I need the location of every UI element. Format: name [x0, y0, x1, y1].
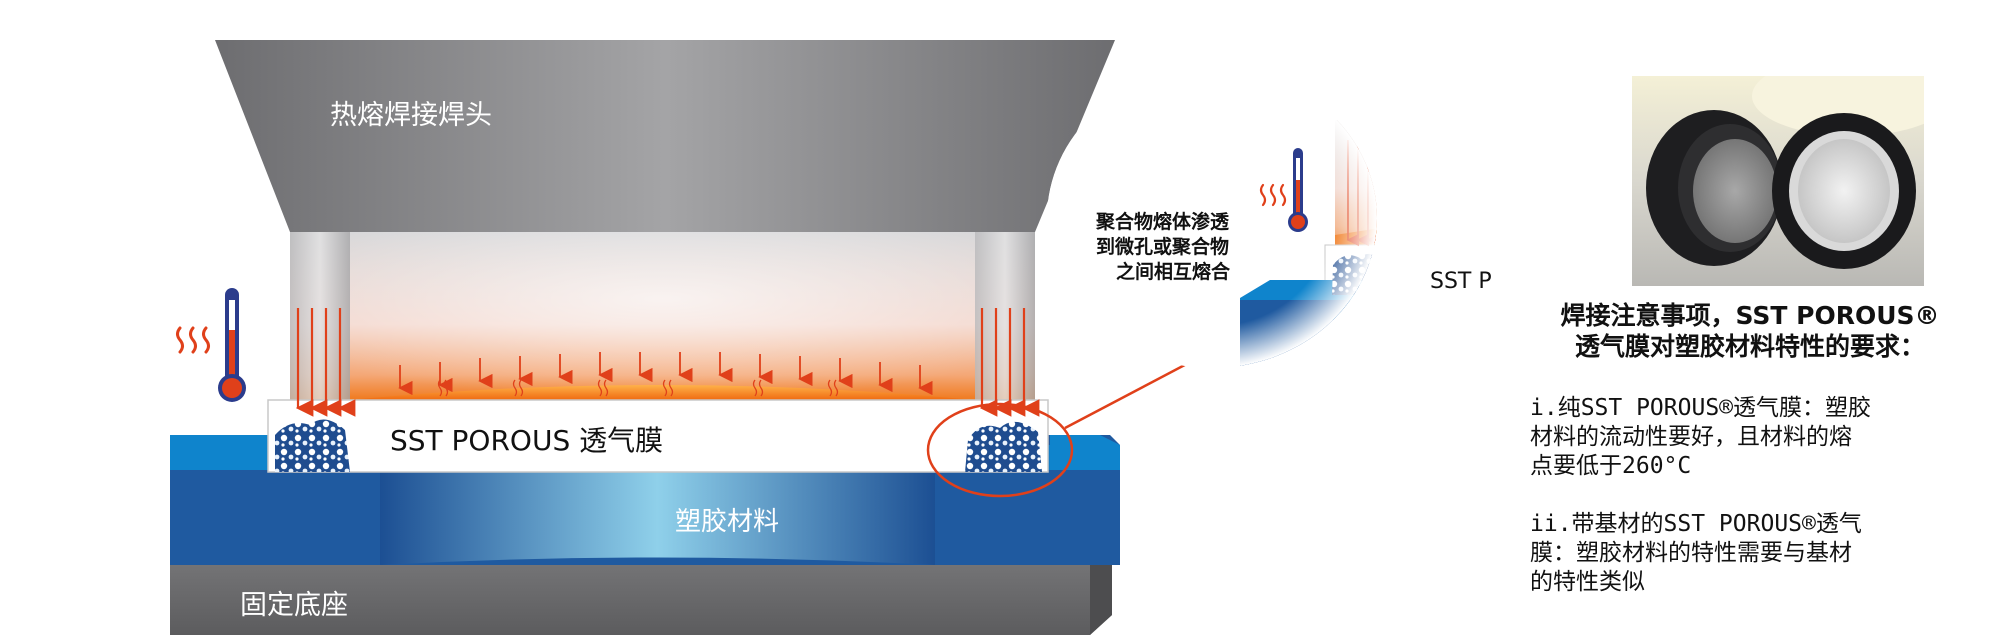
svg-text:到微孔或聚合物: 到微孔或聚合物 [1096, 235, 1229, 258]
pore-zone-right [965, 421, 1042, 472]
pore-zone-left [275, 419, 350, 472]
base-label: 固定底座 [240, 590, 348, 621]
welding-diagram: 热熔焊接焊头 SST POROUS 透气膜 塑胶材料 固定底座 SST P 聚合… [170, 40, 1492, 635]
pore-callout-ellipse [926, 402, 1074, 498]
membrane [267, 399, 1049, 473]
weld-head-label: 热熔焊接焊头 [330, 100, 492, 131]
melt-heat-icons [437, 379, 839, 397]
heat-arrows-sides [295, 308, 1040, 417]
melt-layer [350, 385, 975, 400]
thermometer-icon [218, 288, 246, 402]
product-photo [1632, 76, 1924, 286]
heat-wave-icon [176, 326, 210, 354]
requirement-1: i.纯SST POROUS®透气膜：塑胶 材料的流动性要好，且材料的熔 点要低于… [1530, 395, 1872, 479]
membrane-label: SST POROUS 透气膜 [390, 424, 663, 457]
heat-wave-icon [1259, 183, 1287, 207]
vent-cap-right [1772, 113, 1916, 269]
requirements-title: 焊接注意事项，SST POROUS® 透气膜对塑胶材料特性的要求： [1560, 301, 1940, 361]
inset-membrane-label: SST P [1430, 269, 1492, 294]
fixed-base [170, 545, 1112, 635]
weld-head [215, 40, 1115, 400]
callout-text: 聚合物熔体渗透 到微孔或聚合物 之间相互熔合 [1095, 210, 1231, 283]
requirement-2: ii.带基材的SST POROUS®透气 膜：塑胶材料的特性需要与基材 的特性类… [1530, 511, 1862, 595]
plastic-label: 塑胶材料 [675, 507, 779, 537]
heat-arrows-top [398, 352, 933, 396]
svg-text:聚合物熔体渗透: 聚合物熔体渗透 [1095, 210, 1230, 233]
vent-cap-left [1646, 110, 1782, 266]
svg-text:之间相互熔合: 之间相互熔合 [1116, 260, 1231, 283]
thermometer-icon [1288, 148, 1308, 232]
